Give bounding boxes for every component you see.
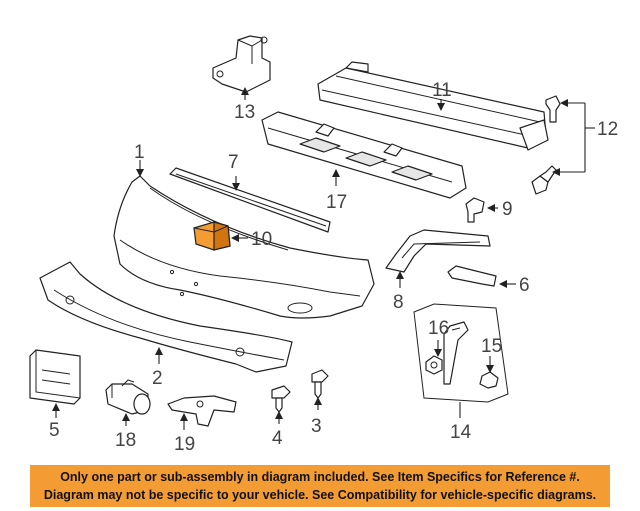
part-13-bracket — [212, 35, 271, 93]
callout-6: 6 — [519, 275, 530, 296]
callout-1: 1 — [134, 142, 145, 163]
callout-9: 9 — [502, 199, 513, 220]
callout-19: 19 — [174, 434, 195, 455]
callout-2: 2 — [152, 368, 163, 389]
part-18-sensor — [105, 379, 151, 415]
callout-16: 16 — [428, 318, 449, 339]
part-14-kit-box — [413, 303, 509, 403]
notice-banner: Only one part or sub-assembly in diagram… — [30, 465, 610, 507]
callout-17: 17 — [326, 192, 347, 213]
callout-13: 13 — [234, 102, 255, 123]
part-4-screw — [271, 385, 291, 413]
callout-7: 7 — [228, 152, 239, 173]
callout-8: 8 — [393, 292, 404, 313]
callout-11: 11 — [432, 80, 452, 101]
callout-15: 15 — [481, 336, 502, 357]
part-8-side-bracket — [385, 229, 491, 273]
part-11-reinforcement-beam — [317, 61, 549, 151]
part-5-plate-bracket — [29, 349, 81, 405]
leader-12 — [560, 102, 586, 173]
part-15-bolt — [479, 371, 499, 389]
callout-10: 10 — [251, 229, 272, 250]
part-16-nut — [425, 355, 443, 375]
callout-5: 5 — [49, 420, 60, 441]
part-3-screw — [311, 369, 329, 399]
part-6-spacer — [447, 265, 497, 287]
part-19-sensor-bracket — [167, 395, 237, 427]
part-10-highlighted-bracket — [193, 221, 231, 251]
notice-line-1: Only one part or sub-assembly in diagram… — [60, 470, 580, 484]
callout-12: 12 — [597, 119, 618, 140]
callout-18: 18 — [115, 430, 136, 451]
callout-3: 3 — [311, 416, 322, 437]
notice-line-2: Diagram may not be specific to your vehi… — [43, 488, 597, 502]
part-9-bolt — [465, 197, 485, 223]
callout-4: 4 — [272, 428, 283, 449]
part-1-bumper-cover — [113, 175, 375, 319]
part-17-absorber — [261, 111, 467, 199]
part-2-lower-spoiler — [39, 261, 293, 373]
part-12-bolts — [531, 95, 561, 195]
callout-14: 14 — [450, 422, 472, 443]
parts-diagram: 13 11 12 17 9 7 — [29, 35, 618, 455]
part-7-molding — [169, 167, 331, 233]
